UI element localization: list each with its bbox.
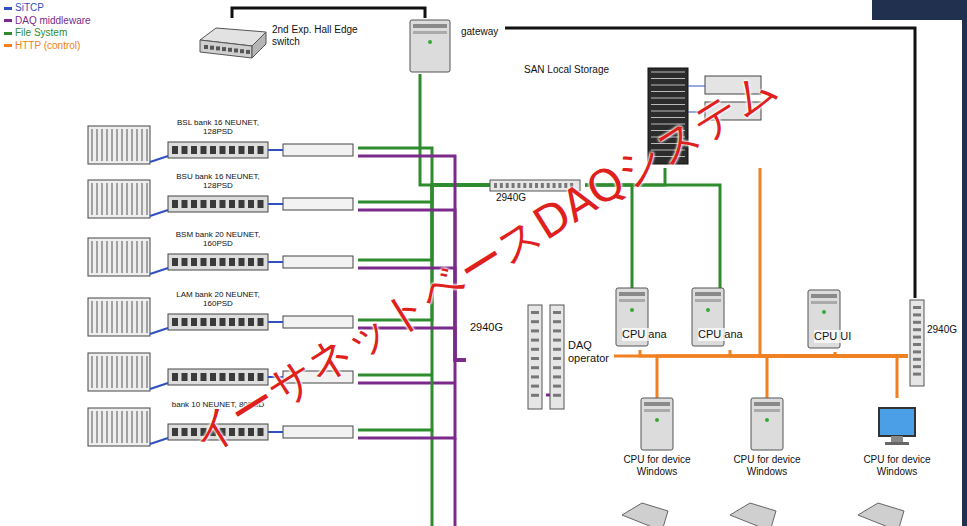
network-device: CPU UI bbox=[808, 290, 880, 352]
legend: SiTCPDAQ middlewareFile SystemHTTP (cont… bbox=[4, 2, 91, 52]
device-icon bbox=[692, 288, 764, 350]
network-cable bbox=[358, 148, 490, 185]
network-device: BSU bank 16 NEUNET, 128PSD bbox=[88, 172, 358, 222]
bank-wire bbox=[358, 374, 432, 377]
detector-units bbox=[622, 503, 904, 526]
legend-swatch bbox=[4, 32, 12, 35]
device-label: BSM bank 20 NEUNET, 160PSD bbox=[168, 230, 268, 248]
network-device: CPU for device Windows bbox=[722, 398, 814, 493]
device-label: SAN Local Storage bbox=[524, 64, 609, 76]
device-label: LAM bank 20 NEUNET, 160PSD bbox=[168, 290, 268, 308]
device-label: 2940G bbox=[470, 321, 503, 334]
network-device: CPU ana bbox=[692, 288, 764, 350]
device-label: CPU for device Windows bbox=[722, 454, 812, 477]
legend-text: DAQ middleware bbox=[15, 15, 91, 28]
network-device: 2nd Exp. Hall Edge switch bbox=[196, 18, 376, 68]
network-device: BSL bank 16 NEUNET, 128PSD bbox=[88, 118, 358, 168]
network-cable bbox=[767, 356, 908, 398]
legend-text: HTTP (control) bbox=[15, 40, 80, 53]
device-icon bbox=[612, 398, 704, 493]
network-device: CPU ana bbox=[616, 288, 688, 350]
network-cable bbox=[358, 185, 490, 202]
device-label: CPU ana bbox=[698, 328, 743, 341]
device-label: 2940G bbox=[927, 324, 957, 336]
network-device: gateway bbox=[405, 18, 505, 74]
network-device: BSM bank 20 NEUNET, 160PSD bbox=[88, 230, 358, 280]
bank-wire bbox=[358, 382, 455, 385]
network-cable bbox=[760, 168, 908, 356]
bus-line bbox=[431, 430, 434, 526]
device-label: gateway bbox=[461, 26, 498, 38]
device-label: CPU UI bbox=[814, 330, 851, 343]
device-label: CPU ana bbox=[622, 328, 667, 341]
device-icon bbox=[616, 288, 688, 350]
bus-line bbox=[454, 438, 457, 526]
device-label: DAQ operator bbox=[568, 339, 612, 364]
device-icon bbox=[722, 398, 814, 493]
network-cable bbox=[657, 356, 908, 398]
device-icon bbox=[908, 298, 960, 388]
legend-entry: HTTP (control) bbox=[4, 40, 91, 53]
device-icon bbox=[808, 290, 880, 352]
legend-entry: DAQ middleware bbox=[4, 15, 91, 28]
legend-swatch bbox=[4, 19, 12, 22]
network-cable bbox=[358, 360, 466, 438]
network-cable bbox=[897, 356, 908, 398]
network-device: 2940G bbox=[466, 303, 546, 413]
network-device: DAQ operator bbox=[550, 303, 614, 413]
frame-band bbox=[962, 0, 967, 526]
network-cable bbox=[232, 8, 425, 18]
network-device: CPU for device Windows bbox=[852, 398, 944, 493]
legend-swatch bbox=[4, 44, 12, 47]
network-device: CPU for device Windows bbox=[612, 398, 704, 493]
legend-swatch bbox=[4, 7, 12, 10]
device-label: CPU for device Windows bbox=[612, 454, 702, 477]
device-label: BSU bank 16 NEUNET, 128PSD bbox=[168, 172, 268, 190]
legend-text: SiTCP bbox=[15, 2, 44, 15]
device-label: 2nd Exp. Hall Edge switch bbox=[272, 24, 372, 47]
network-cable bbox=[546, 394, 550, 397]
device-icon bbox=[852, 398, 944, 493]
legend-entry: SiTCP bbox=[4, 2, 91, 15]
device-label: BSL bank 16 NEUNET, 128PSD bbox=[168, 118, 268, 136]
legend-entry: File System bbox=[4, 27, 91, 40]
device-label: 2940G bbox=[496, 192, 526, 204]
legend-text: File System bbox=[15, 27, 67, 40]
network-device: 2940G bbox=[908, 298, 960, 388]
network-cable bbox=[505, 28, 915, 298]
device-label: CPU for device Windows bbox=[852, 454, 942, 477]
frame-band bbox=[872, 0, 967, 20]
device-icon bbox=[466, 303, 546, 413]
